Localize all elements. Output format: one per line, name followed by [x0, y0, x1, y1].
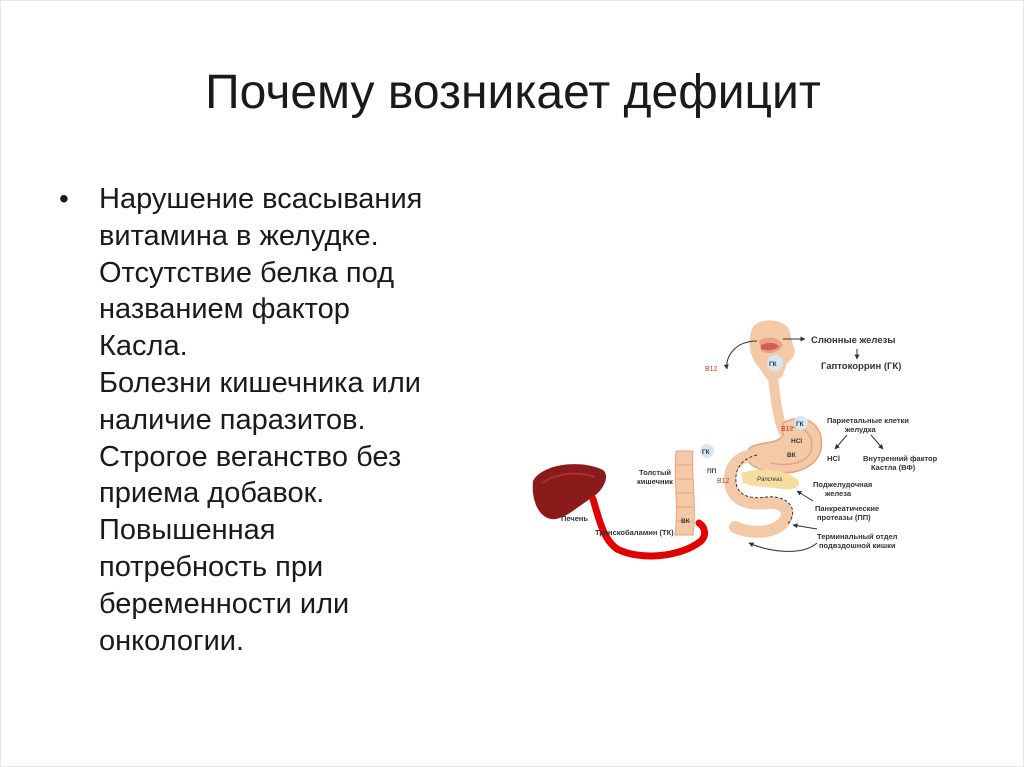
bullet-list: • Нарушение всасывания витамина в желудк…: [59, 181, 499, 659]
label-colon-1: Толстый: [639, 468, 671, 477]
label-intrinsic-1: Внутренний фактор: [863, 454, 938, 463]
label-liver: Печень: [561, 514, 588, 523]
bullet-text: Нарушение всасывания витамина в желудке.…: [99, 183, 423, 657]
label-pancreas-2: железа: [824, 489, 852, 498]
label-pancreas-1: Поджелудочная: [813, 480, 872, 489]
label-haptocorrin: Гаптокоррин (ГК): [821, 361, 901, 372]
tag-vk-stomach: ВК: [787, 452, 796, 459]
label-terminal-2: подвздошной кишки: [819, 541, 896, 550]
blood-vessel: [589, 495, 709, 560]
label-terminal-1: Терминальный отдел: [817, 532, 898, 541]
label-hcl-right: HCl: [827, 454, 840, 463]
tag-hcl-stomach: HCl: [791, 438, 802, 445]
label-proteases-2: протеазы (ПП): [817, 513, 871, 522]
tongue-shape: [761, 342, 779, 351]
intestine-path: [735, 454, 794, 526]
tag-b12-stomach: B12: [781, 426, 794, 433]
bullet-item: • Нарушение всасывания витамина в желудк…: [59, 181, 499, 659]
bullet-icon: •: [59, 183, 69, 214]
pancreas-tag: Pancreas: [757, 477, 782, 483]
slide-title: Почему возникает дефицит: [205, 66, 821, 119]
label-proteases-1: Панкреатические: [815, 504, 879, 513]
label-parietal-2: желудка: [844, 425, 877, 434]
tag-gk-mouth: ГК: [769, 361, 777, 368]
tag-gk-duodenum: ГК: [702, 449, 710, 456]
label-parietal-1: Париетальные клетки: [827, 416, 909, 425]
label-intrinsic-2: Кастла (ВФ): [871, 463, 916, 472]
pancreas: [741, 469, 800, 490]
tag-b12-mouth: B12: [705, 366, 718, 373]
diagram-svg: ГК B12 ГК B12 HCl ВК ГК ПП B12 ВК Pancre…: [532, 320, 938, 560]
esophagus: [768, 372, 788, 436]
tag-gk-stomach: ГК: [796, 421, 804, 428]
label-transcobalamin: Транскобаламин (ТК): [595, 528, 674, 537]
vitamin-b12-absorption-diagram: ГК B12 ГК B12 HCl ВК ГК ПП B12 ВК Pancre…: [521, 305, 976, 563]
tag-pp: ПП: [707, 468, 717, 475]
tag-b12-intestine: B12: [717, 478, 730, 485]
small-intestine: [724, 449, 793, 538]
tag-vk-ileum: ВК: [681, 518, 690, 525]
label-salivary: Слюнные железы: [811, 335, 895, 346]
label-colon-2: кишечник: [637, 477, 673, 486]
